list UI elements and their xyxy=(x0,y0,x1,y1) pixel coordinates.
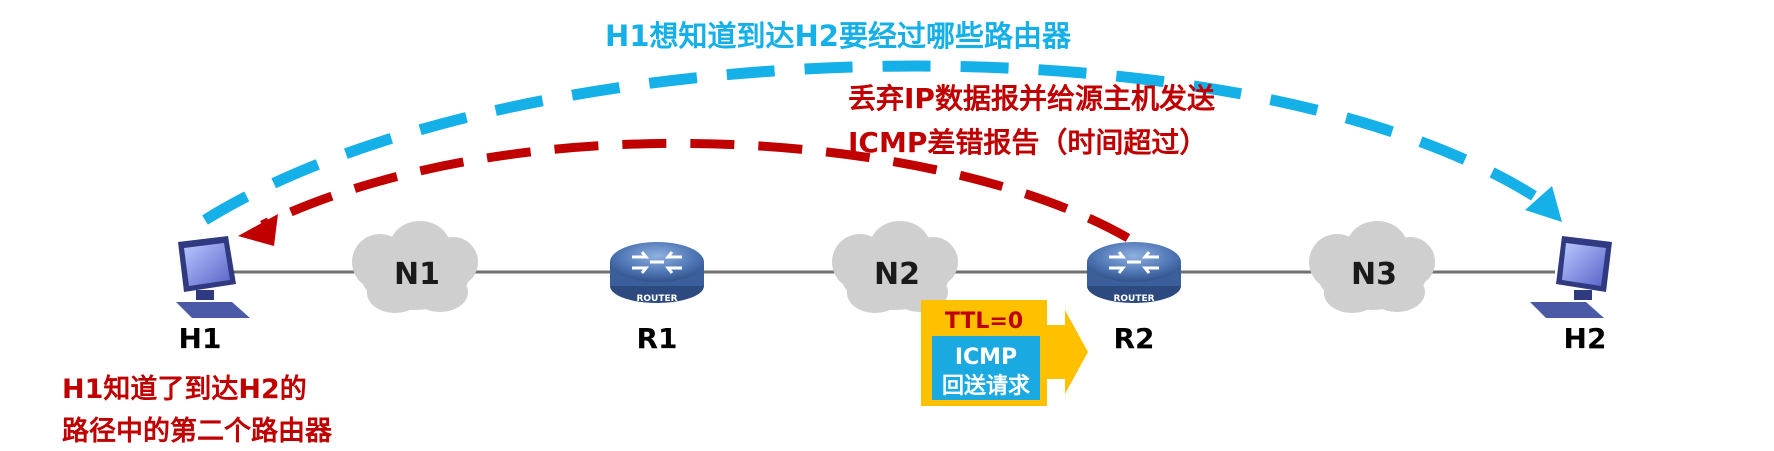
label-r2: R2 xyxy=(1113,322,1154,355)
packet-desc: 回送请求 xyxy=(942,373,1030,399)
host-h1-icon xyxy=(176,236,250,318)
icmp-packet: TTL=0 ICMP 回送请求 xyxy=(921,300,1088,406)
router-r2-icon: ROUTER xyxy=(1087,242,1181,304)
label-r1: R1 xyxy=(636,322,677,355)
label-h2: H2 xyxy=(1564,322,1607,355)
label-h1: H1 xyxy=(179,322,222,355)
conclusion-line1: H1知道了到达H2的 xyxy=(62,373,307,405)
router-r1-icon: ROUTER xyxy=(610,242,704,304)
cloud-n2 xyxy=(832,221,958,313)
label-n3: N3 xyxy=(1351,257,1397,292)
cloud-n3 xyxy=(1309,221,1435,313)
router-notice-line1: 丢弃IP数据报并给源主机发送 xyxy=(848,82,1215,115)
label-n1: N1 xyxy=(394,257,440,292)
packet-type: ICMP xyxy=(955,345,1017,370)
host-h2-icon xyxy=(1530,236,1612,318)
label-n2: N2 xyxy=(874,257,920,292)
router-badge: ROUTER xyxy=(636,294,677,304)
error-report-arrowhead xyxy=(238,214,278,246)
error-report-arc xyxy=(260,138,1131,242)
diagram-title: H1想知道到达H2要经过哪些路由器 xyxy=(605,19,1072,53)
conclusion-line2: 路径中的第二个路由器 xyxy=(62,415,333,447)
router-badge: ROUTER xyxy=(1113,294,1154,304)
query-arc xyxy=(202,60,1552,225)
router-notice-line2: ICMP差错报告（时间超过） xyxy=(848,126,1207,159)
query-arrowhead xyxy=(1525,186,1562,222)
packet-ttl: TTL=0 xyxy=(945,309,1023,334)
cloud-n1 xyxy=(352,221,478,313)
